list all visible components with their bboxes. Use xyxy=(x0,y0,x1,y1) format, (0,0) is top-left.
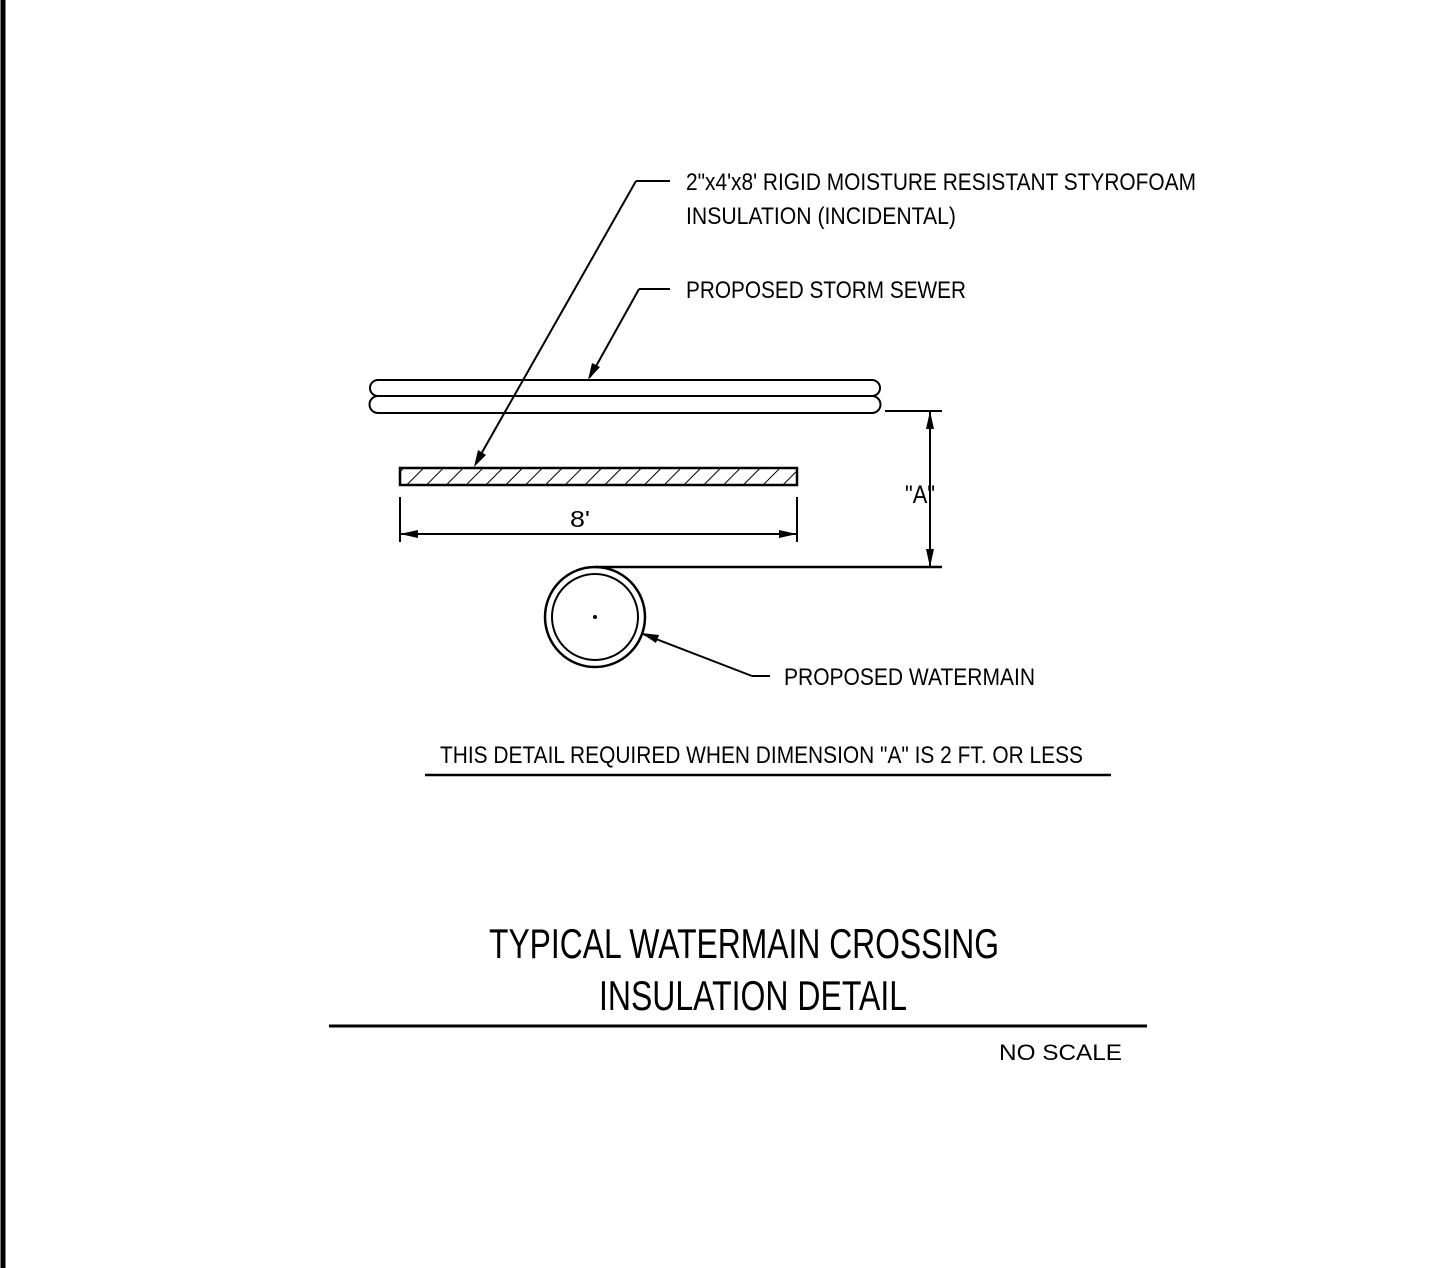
storm-sewer-label: PROPOSED STORM SEWER xyxy=(686,277,966,304)
insulation-label-line1: 2"x4'x8' RIGID MOISTURE RESISTANT STYROF… xyxy=(686,169,1196,196)
scale-note: NO SCALE xyxy=(999,1040,1122,1065)
insulation-leader xyxy=(474,180,670,467)
width-dimension xyxy=(399,497,798,542)
dimension-a-label: "A" xyxy=(905,481,935,509)
watermain-leader xyxy=(641,633,770,677)
title-line1: TYPICAL WATERMAIN CROSSING xyxy=(489,920,999,967)
watermain-pipe xyxy=(543,565,942,669)
storm-sewer-pipe xyxy=(368,379,882,414)
insulation-board xyxy=(398,466,799,487)
width-dimension-label: 8' xyxy=(570,506,590,532)
storm-sewer-leader xyxy=(588,288,670,380)
watermain-label: PROPOSED WATERMAIN xyxy=(784,664,1035,691)
requirement-note: THIS DETAIL REQUIRED WHEN DIMENSION "A" … xyxy=(440,742,1083,769)
title-line2: INSULATION DETAIL xyxy=(599,972,907,1019)
dimension-a xyxy=(885,410,942,567)
insulation-label-line2: INSULATION (INCIDENTAL) xyxy=(686,203,956,230)
